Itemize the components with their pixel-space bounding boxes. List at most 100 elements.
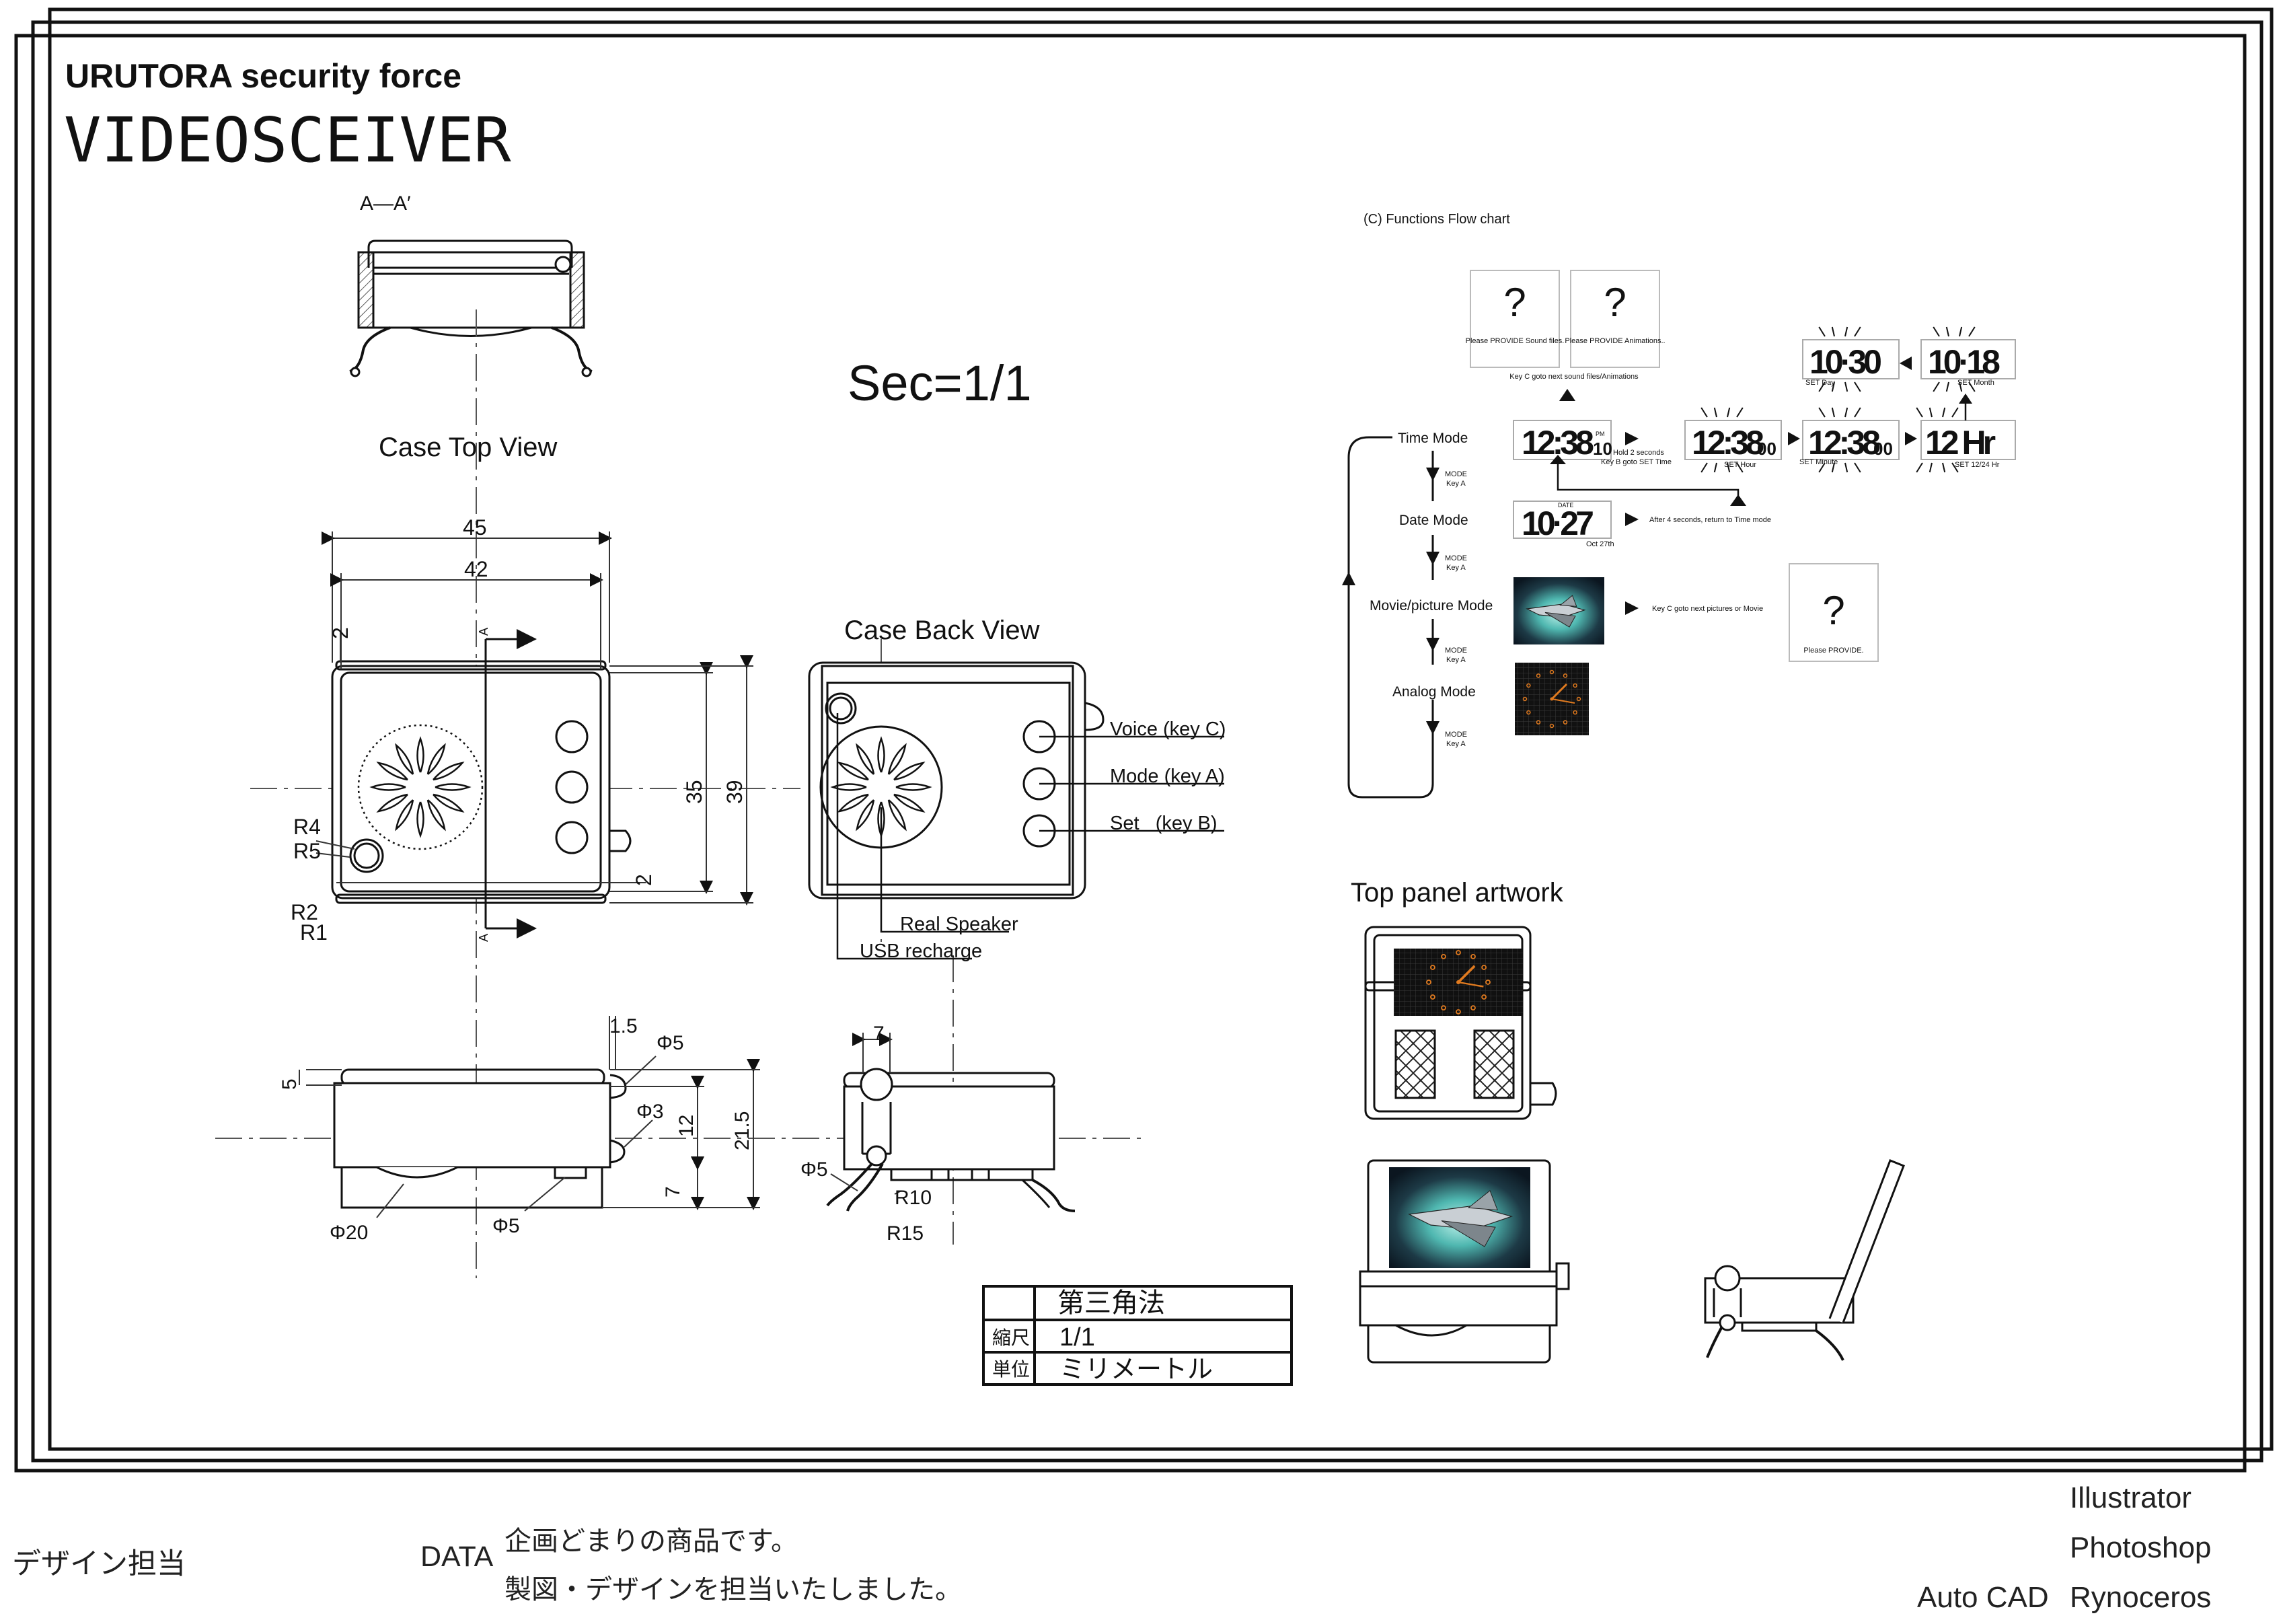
case-top-view-title: Case Top View [379, 433, 557, 462]
marker-a-bottom: A [477, 934, 490, 942]
case-back-view [808, 661, 1105, 899]
footer-tool-rynoceros: Rynoceros [2070, 1581, 2212, 1614]
note-set-12-24: SET 12/24 Hr [1955, 461, 2000, 469]
grille-slot [856, 743, 875, 775]
blink-ray [1700, 407, 1708, 418]
open-screen-display [1389, 1167, 1530, 1268]
note-hold: Hold 2 seconds [1613, 449, 1664, 457]
shuttle-tail [1467, 1189, 1498, 1211]
note-key-c-pictures: Key C goto next pictures or Movie [1652, 605, 1763, 613]
clock-tick [1426, 980, 1431, 985]
grille-slot [877, 736, 885, 773]
mode-time: Time Mode [1398, 431, 1468, 446]
note-key-b: Key B goto SET Time [1601, 458, 1672, 466]
sound-placeholder-note: Please PROVIDE Sound files. [1466, 337, 1565, 345]
blink-ray [1844, 326, 1848, 337]
dim-21-5: 21.5 [731, 1111, 753, 1150]
section-cut-marker [484, 629, 537, 938]
blink-ray [1942, 407, 1946, 418]
footer-tool-photoshop: Photoshop [2070, 1531, 2212, 1564]
blink-ray [1854, 381, 1861, 392]
dim-5: 5 [278, 1078, 301, 1090]
blink-ray [1727, 462, 1731, 473]
dim-phi3: Φ3 [636, 1101, 664, 1123]
anim-placeholder-note: Please PROVIDE Animations.. [1565, 337, 1665, 345]
grille-slot [369, 783, 406, 791]
clock-tick [1526, 683, 1531, 688]
blink-ray [1818, 326, 1826, 337]
blink-ray [1831, 326, 1835, 337]
blink-ray [1844, 381, 1848, 392]
note-set-hour: SET Hour [1724, 461, 1756, 469]
case-top-view [331, 660, 632, 904]
clock-tick [1549, 669, 1555, 675]
sheet-border [14, 7, 2274, 1473]
clock-minute-hand [1551, 698, 1575, 704]
blink-ray [1844, 462, 1848, 473]
grille-slot [395, 799, 414, 832]
blink-ray [1736, 462, 1744, 473]
blink-ray [1968, 381, 1976, 392]
clock-tick [1576, 696, 1581, 702]
mode-key-label-1: MODE [1445, 470, 1467, 478]
flowchart-title: (C) Functions Flow chart [1363, 212, 1510, 227]
case-back-view-title: Case Back View [844, 616, 1040, 645]
lcd-time: 12:38 [1522, 424, 1594, 462]
clock-tick [1456, 1009, 1461, 1014]
clock-tick [1470, 1005, 1476, 1011]
clock-tick [1573, 710, 1577, 715]
dimension-lines-front [299, 1016, 760, 1218]
blink-ray [1951, 462, 1959, 473]
blink-ray [1929, 407, 1933, 418]
lcd-time-seconds: 10 [1593, 439, 1612, 459]
lcd-frames [1513, 339, 2016, 539]
clock-hour-hand [1550, 683, 1568, 700]
blink-ray [1831, 407, 1835, 418]
dim-phi5-bottom: Φ5 [492, 1215, 520, 1237]
note-set-month: SET Month [1957, 379, 1994, 387]
clock-tick [1485, 980, 1491, 985]
shuttle-wing [1544, 612, 1576, 628]
clock-tick [1429, 994, 1435, 1000]
key-a-label-1: Key A [1446, 480, 1466, 488]
clock-tick [1441, 953, 1446, 959]
mode-loop-arrows [1342, 468, 1439, 735]
lcd-set-hour: 12:38 [1692, 424, 1764, 462]
blink-ray [1818, 381, 1826, 392]
blink-ray [1929, 462, 1933, 473]
lcd-set-minute-seconds: 00 [1873, 439, 1893, 459]
blink-ray [1713, 407, 1717, 418]
footer-design-label: デザイン担当 [12, 1547, 186, 1581]
dim-r15: R15 [887, 1222, 924, 1245]
product-title: VIDEOSCEIVER [64, 104, 511, 176]
clock-minute-hand [1458, 981, 1484, 988]
lcd-day: 10·30 [1809, 343, 1881, 381]
speaker-grille-back [830, 736, 932, 838]
lcd-date: 10·27 [1522, 505, 1593, 542]
callout-lines [836, 713, 1224, 960]
lcd-month: 10·18 [1928, 343, 2000, 381]
clock-tick [1481, 965, 1487, 970]
key-a-label-2: Key A [1446, 564, 1466, 572]
grille-slot [433, 793, 465, 813]
footer-data-label: DATA [420, 1541, 494, 1573]
unit-row-label: 単位 [992, 1358, 1030, 1380]
note-set-minute: SET Minute [1799, 458, 1838, 466]
speaker-grille-top [369, 736, 472, 838]
blink-ray [1933, 381, 1940, 392]
dim-side-7: 7 [873, 1023, 885, 1045]
dim-12: 12 [675, 1115, 698, 1137]
footer-desc-line2: 製図・デザインを担当いたしました。 [504, 1574, 962, 1605]
grille-slot [893, 793, 926, 813]
blink-ray [1844, 407, 1848, 418]
blink-ray [1831, 381, 1835, 392]
shuttle-body [1407, 1205, 1513, 1230]
dim-bottom-2: 2 [632, 874, 656, 886]
top-panel-clock [1394, 949, 1523, 1016]
callout-usb: USB recharge [860, 940, 982, 962]
dim-r10: R10 [895, 1187, 932, 1209]
callout-voice: Voice (key C) [1110, 718, 1226, 740]
callout-set: Set (key B) [1110, 813, 1218, 834]
blink-ray [1854, 407, 1861, 418]
section-a-a-view [349, 239, 593, 377]
